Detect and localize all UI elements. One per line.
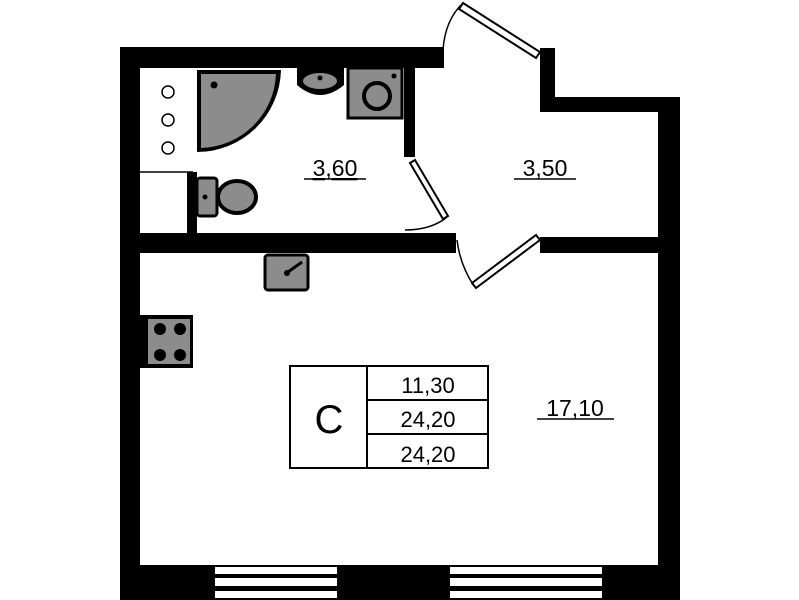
bathroom-sink — [297, 68, 344, 95]
top-wall — [120, 47, 444, 68]
stove — [140, 315, 193, 368]
walls — [120, 47, 680, 600]
window-left — [215, 567, 337, 598]
table-row-living: 11,30 — [401, 373, 454, 398]
washing-machine — [346, 66, 404, 120]
hall-top-wall — [540, 97, 680, 112]
summary-table: C 11,30 24,20 24,20 — [289, 365, 489, 469]
table-row-total: 24,20 — [400, 407, 455, 432]
hall-top-stub-wall — [540, 48, 555, 112]
apartment-type-label: C — [315, 398, 344, 442]
bathroom-door[interactable] — [404, 158, 450, 231]
living-area-label: 17,10 — [546, 395, 604, 421]
shelf-divider — [187, 172, 197, 233]
left-wall — [120, 47, 140, 600]
room-door[interactable] — [456, 233, 542, 290]
shelf — [140, 85, 193, 173]
shower-tray — [197, 70, 281, 153]
bath-right-wall — [404, 47, 415, 157]
bathroom-area-label: 3,60 — [313, 155, 358, 181]
table-row-total-with-balcony: 24,20 — [400, 442, 455, 467]
kitchen-sink — [263, 253, 310, 292]
entrance-door[interactable] — [442, 1, 542, 60]
right-wall — [658, 97, 680, 600]
middle-wall-right — [540, 237, 680, 253]
window-right — [450, 567, 602, 598]
hall-area-label: 3,50 — [523, 155, 568, 181]
toilet — [195, 176, 258, 218]
middle-wall-left — [120, 233, 456, 253]
